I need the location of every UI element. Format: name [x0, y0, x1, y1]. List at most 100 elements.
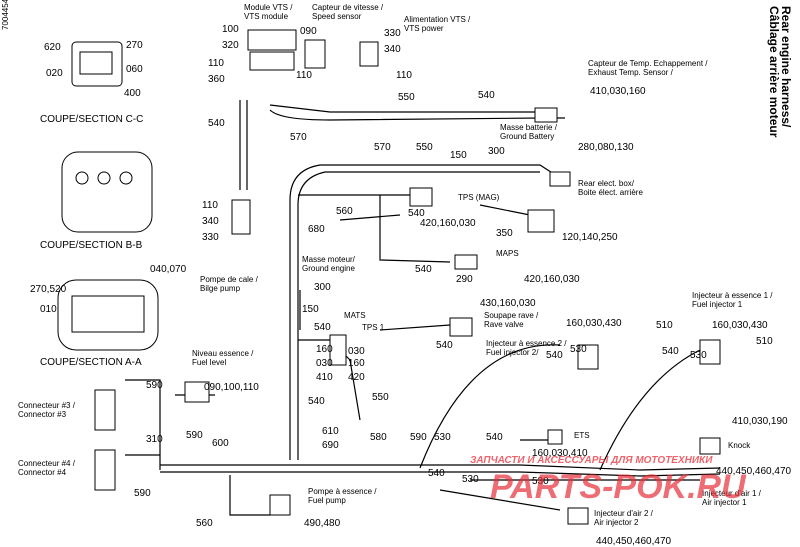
callout-c540j: 540: [486, 432, 503, 443]
callout-c280_080_130: 280,080,130: [578, 142, 634, 153]
cc-callout: 620: [44, 42, 61, 53]
callout-c540i: 540: [308, 396, 325, 407]
callout-c540k: 540: [428, 468, 445, 479]
callout-c030a: 030: [316, 358, 333, 369]
watermark-logo: PARTS-POK.RU: [490, 468, 747, 506]
label-vts-module: Module VTS /VTS module: [244, 3, 293, 21]
label-rear-elect-box: Rear elect. box/Boite élect. arrière: [578, 179, 643, 197]
callout-c590c: 590: [410, 432, 427, 443]
label-exhaust-temp: Capteur de Temp. Echappement /Exhaust Te…: [588, 59, 708, 77]
label-ets: ETS: [574, 431, 590, 440]
callout-c340b: 340: [202, 216, 219, 227]
aa-callout: 270,520: [30, 284, 67, 295]
label-vts-power: Alimentation VTS /VTS power: [404, 15, 471, 33]
label-ground-engine: Masse moteur/Ground engine: [302, 255, 356, 273]
callout-c510a: 510: [656, 320, 673, 331]
callout-c290: 290: [456, 274, 473, 285]
callout-c600: 600: [212, 438, 229, 449]
drawing-code: 7004454: [1, 0, 10, 30]
callout-c540f: 540: [436, 340, 453, 351]
section-cc-label: COUPE/SECTION C-C: [40, 114, 143, 125]
callout-c490_480: 490,480: [304, 518, 341, 529]
cc-callout: 400: [124, 88, 141, 99]
callout-c300b: 300: [314, 282, 331, 293]
label-air-injector1: Injecteur d'air 1 /Air injector 1: [702, 489, 762, 507]
callout-c580: 580: [370, 432, 387, 443]
label-fuel-level: Niveau essence /Fuel level: [192, 349, 254, 367]
callout-c570a: 570: [290, 132, 307, 143]
callout-c310: 310: [146, 434, 163, 445]
callout-c110a: 110: [208, 58, 224, 69]
callout-c540d: 540: [415, 264, 432, 275]
callout-c030b: 030: [348, 346, 365, 357]
callout-c300a: 300: [488, 146, 505, 157]
callout-c150: 150: [302, 304, 319, 315]
callout-c160a: 160: [316, 344, 333, 355]
cc-callout: 270: [126, 40, 143, 51]
callout-c560: 560: [336, 206, 353, 217]
callout-c540e: 540: [314, 322, 331, 333]
callout-c540c: 540: [408, 208, 425, 219]
callout-c330a: 330: [384, 28, 401, 39]
label-rave-valve: Soupape rave /Rave valve: [484, 311, 539, 329]
title-fr: Câblage arrière moteur: [767, 6, 781, 138]
label-connector4: Connecteur #4 /Connector #4: [18, 459, 76, 477]
callout-c320: 320: [222, 40, 239, 51]
main-harness: [160, 464, 721, 471]
callout-c160_030_430a: 160,030,430: [566, 318, 622, 329]
callout-c150b: 150: [450, 150, 467, 161]
label-fuel-pump: Pompe à essence /Fuel pump: [308, 487, 377, 505]
callout-c550b: 550: [416, 142, 433, 153]
aa-callout: 010: [40, 304, 57, 315]
callout-c540b: 540: [208, 118, 225, 129]
callout-c340a: 340: [384, 44, 401, 55]
section-bb-drawing: [61, 151, 153, 233]
callout-c530d: 530: [462, 474, 479, 485]
callout-c530a: 530: [570, 344, 587, 355]
callout-c420: 420: [348, 372, 365, 383]
callout-c330b: 330: [202, 232, 219, 243]
label-ground-battery: Masse batterie /Ground Battery: [500, 123, 558, 141]
label-air-injector2: Injecteur d'air 2 /Air injector 2: [594, 509, 654, 527]
label-knock: Knock: [728, 441, 751, 450]
callout-c110c: 110: [396, 70, 412, 81]
label-connector3: Connecteur #3 /Connector #3: [18, 401, 76, 419]
callout-c090_100_110: 090,100,110: [204, 382, 259, 393]
callout-c110b: 110: [296, 70, 312, 81]
callout-c090: 090: [300, 26, 317, 37]
label-tps-mag: TPS (MAG): [458, 193, 500, 202]
callout-c360: 360: [208, 74, 225, 85]
callout-c120_140_250: 120,140,250: [562, 232, 618, 243]
callout-c420_160_030b: 420,160,030: [524, 274, 580, 285]
callout-c420_160_030a: 420,160,030: [420, 218, 476, 229]
callout-c560b: 560: [196, 518, 213, 529]
callout-c530e: 530: [532, 476, 549, 487]
cc-callout: 060: [126, 64, 143, 75]
title-en: Rear engine harness/: [779, 6, 793, 128]
label-tps1: TPS 1: [362, 323, 385, 332]
label-maps: MAPS: [496, 249, 519, 258]
callout-c680: 680: [308, 224, 325, 235]
aa-callout: 040,070: [150, 264, 187, 275]
section-aa-drawing: [57, 279, 159, 351]
callout-c540g: 540: [546, 350, 563, 361]
section-aa-label: COUPE/SECTION A-A: [40, 357, 142, 368]
callout-c160_030_410: 160,030,410: [532, 448, 588, 459]
callout-c540a: 540: [478, 90, 495, 101]
section-bb-label: COUPE/SECTION B-B: [40, 240, 143, 251]
callout-c110d: 110: [202, 200, 218, 211]
callout-c160b: 160: [348, 358, 365, 369]
callout-c410_030_190: 410,030,190: [732, 416, 788, 427]
callout-c440_450_460_470a: 440,450,460,470: [716, 466, 792, 477]
callout-c530b: 530: [690, 350, 707, 361]
callout-c590a: 590: [146, 380, 163, 391]
label-fuel-injector1: Injecteur à essence 1 /Fuel injector 1: [692, 291, 773, 309]
callout-c690: 690: [322, 440, 339, 451]
harness-570: [289, 164, 561, 460]
callout-c160_030_430b: 160,030,430: [712, 320, 768, 331]
callout-c410: 410: [316, 372, 333, 383]
callout-c440_450_460_470b: 440,450,460,470: [596, 536, 672, 547]
callout-c550c: 550: [372, 392, 389, 403]
